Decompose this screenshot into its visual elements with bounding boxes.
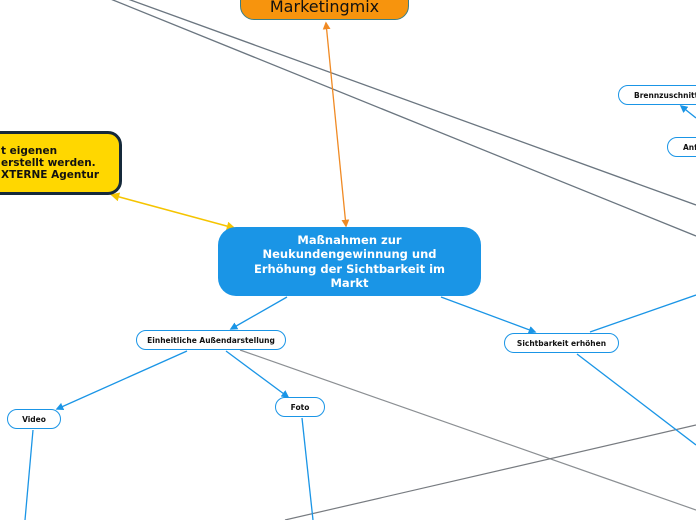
topic-foto[interactable]: Foto (275, 397, 325, 417)
topic-label: Einheitliche Außendarstellung (147, 335, 275, 345)
note-topic[interactable]: t eigenen erstellt werden. XTERNE Agentu… (0, 131, 122, 195)
relation-line (128, 0, 696, 206)
topic-marketingmix[interactable]: Marketingmix (240, 0, 409, 20)
branch-line (229, 296, 288, 330)
branch-line (225, 350, 290, 398)
note-line: XTERNE Agentur (1, 169, 100, 181)
topic-label: Sichtbarkeit erhöhen (516, 338, 607, 348)
relation-line (239, 349, 696, 511)
central-topic-label: Maßnahmen zur Neukundengewinnung und Erh… (253, 232, 445, 291)
topic-label: Anf (683, 142, 696, 152)
central-topic[interactable]: Maßnahmen zur Neukundengewinnung und Erh… (218, 227, 481, 296)
note-link (110, 192, 236, 231)
branch-line (24, 429, 34, 520)
note-line: erstellt werden. (1, 157, 96, 169)
marketing-link (322, 21, 350, 228)
topic-label: Video (22, 414, 46, 424)
marketingmix-label: Marketingmix (269, 0, 380, 16)
branch-line (301, 417, 314, 520)
relation-line (284, 424, 696, 520)
branch-line (679, 105, 696, 119)
topic-video[interactable]: Video (7, 409, 61, 429)
topic-sichtbarkeit[interactable]: Sichtbarkeit erhöhen (504, 333, 619, 353)
relation-line (111, 0, 696, 237)
branch-line (576, 353, 696, 446)
topic-brennzuschnitte[interactable]: Brennzuschnitte (618, 85, 696, 105)
branch-line (440, 296, 537, 334)
topic-anf[interactable]: Anf (667, 137, 696, 157)
topic-label: Brennzuschnitte (634, 90, 696, 100)
topic-aussendarstellung[interactable]: Einheitliche Außendarstellung (136, 330, 286, 350)
topic-label: Foto (290, 402, 310, 412)
branch-line (589, 294, 696, 333)
note-line: t eigenen (1, 145, 58, 157)
branch-line (55, 350, 188, 411)
